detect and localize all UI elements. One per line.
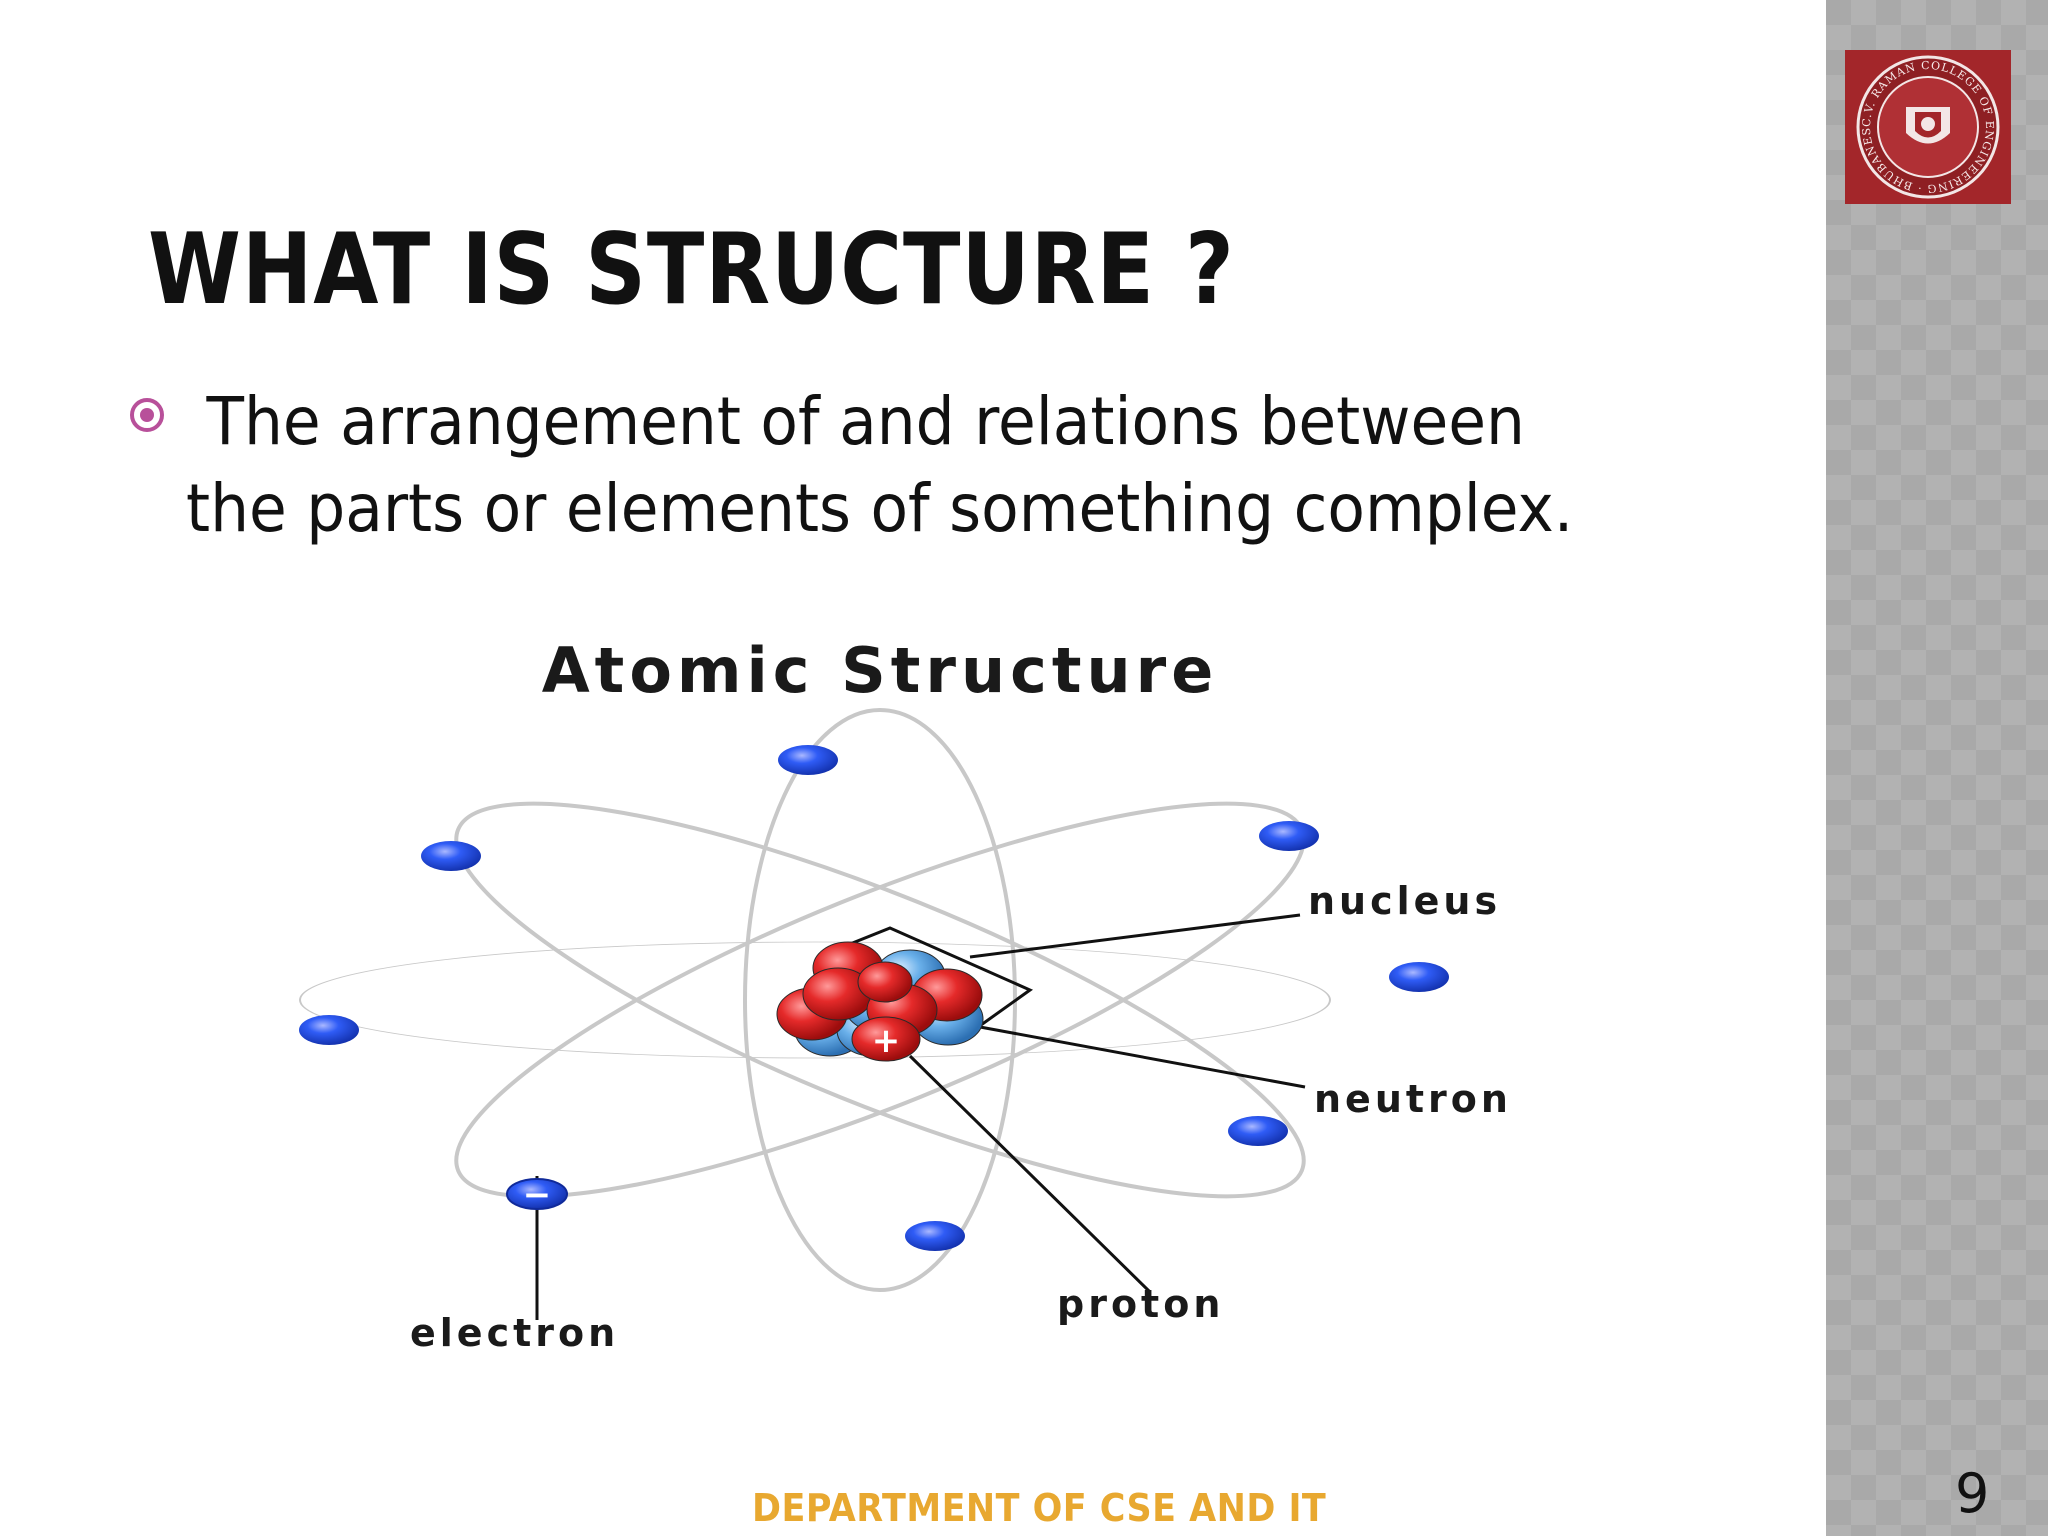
electron [1259, 821, 1319, 851]
proton-ball [857, 961, 913, 1003]
electron [1389, 962, 1449, 992]
neutron-leader [979, 1025, 1306, 1089]
label-nucleus: nucleus [1308, 879, 1501, 923]
label-neutron: neutron [1314, 1077, 1512, 1121]
electron-minus-ball [506, 1178, 568, 1210]
electron [778, 745, 838, 775]
label-proton: proton [1057, 1282, 1224, 1326]
slide-number: 9 [1955, 1462, 1990, 1525]
electron [421, 841, 481, 871]
proton-plus-sign: + [872, 1021, 901, 1061]
orbit-tilted-right [454, 801, 1306, 1199]
figure-title: Atomic Structure [542, 634, 1219, 707]
slide-title: WHAT IS STRUCTURE ? [148, 213, 1235, 327]
bullet-line-2: the parts or elements of something compl… [186, 470, 1574, 547]
proton-plus-ball [851, 1016, 921, 1062]
bullet-line-1: The arrangement of and relations between [206, 383, 1525, 460]
atomic-structure-diagram: Atomic Structure [299, 634, 1512, 1355]
electrons: − [299, 745, 1449, 1251]
sidebar-pattern [1826, 0, 2048, 1536]
bullet-text: The arrangement of and relations between… [186, 378, 1637, 552]
nucleus: + [776, 941, 984, 1062]
electron [905, 1221, 965, 1251]
college-logo: C.V. RAMAN COLLEGE OF ENGINEERING · BHUB… [1845, 50, 2011, 204]
proton-leader [908, 1054, 1152, 1294]
footer-department: DEPARTMENT OF CSE AND IT [752, 1486, 1327, 1530]
nucleus-leader [969, 913, 1301, 959]
circled-dot-bullet-icon [130, 398, 164, 432]
orbit-horizontal [299, 941, 1331, 1059]
electron [299, 1015, 359, 1045]
electron-minus-sign: − [523, 1175, 552, 1215]
electron [1228, 1116, 1288, 1146]
label-electron: electron [410, 1311, 619, 1355]
nucleus-bracket [829, 926, 1034, 1042]
